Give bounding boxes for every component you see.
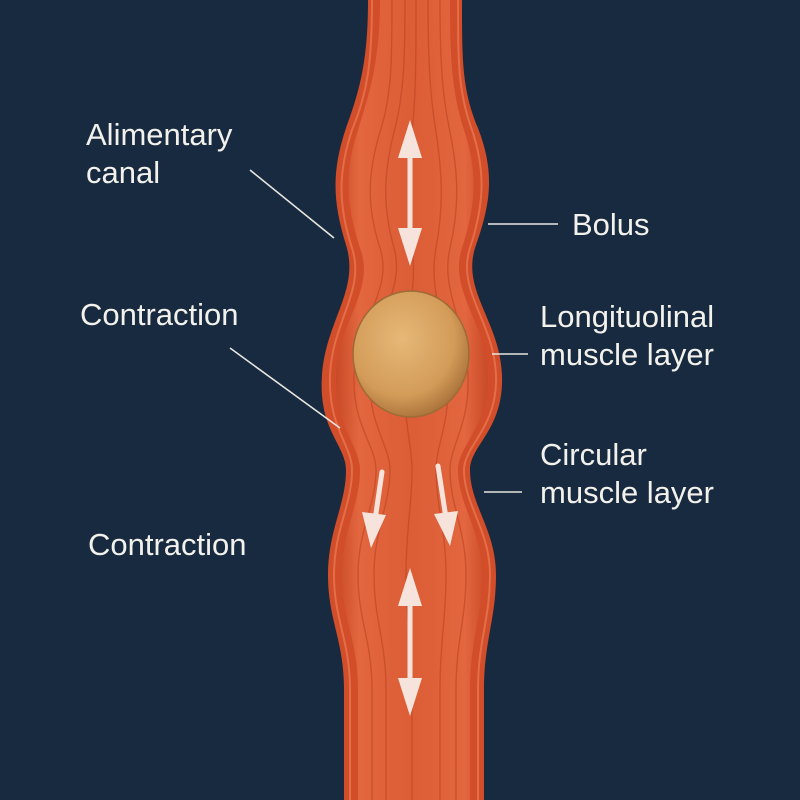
double-arrow-lower-icon	[398, 568, 422, 716]
label-longitudinal-muscle-layer: Longituolinal muscle layer	[540, 298, 714, 374]
label-contraction-top: Contraction	[80, 297, 239, 332]
label-contraction-bottom: Contraction	[88, 527, 247, 562]
label-alimentary-canal-line1: Alimentary	[86, 117, 233, 152]
leader-alimentary-canal	[249, 169, 335, 239]
label-circular-line1: Circular	[540, 437, 647, 472]
label-alimentary-canal: Alimentary canal	[86, 116, 232, 192]
label-circular-line2: muscle layer	[540, 475, 714, 510]
label-alimentary-canal-line2: canal	[86, 155, 161, 190]
bolus-food-ball	[352, 290, 470, 418]
circular-muscle-layer	[328, 0, 498, 800]
leader-lines	[229, 169, 558, 493]
double-arrow-up-icon	[398, 120, 422, 266]
down-arrow-left-icon	[362, 469, 386, 548]
label-longitudinal-line1: Longituolinal	[540, 299, 715, 334]
down-arrow-right-icon	[434, 463, 458, 546]
label-bolus: Bolus	[572, 207, 650, 242]
leader-contraction	[229, 347, 341, 429]
label-longitudinal-line2: muscle layer	[540, 337, 714, 372]
label-circular-muscle-layer: Circular muscle layer	[540, 436, 714, 512]
